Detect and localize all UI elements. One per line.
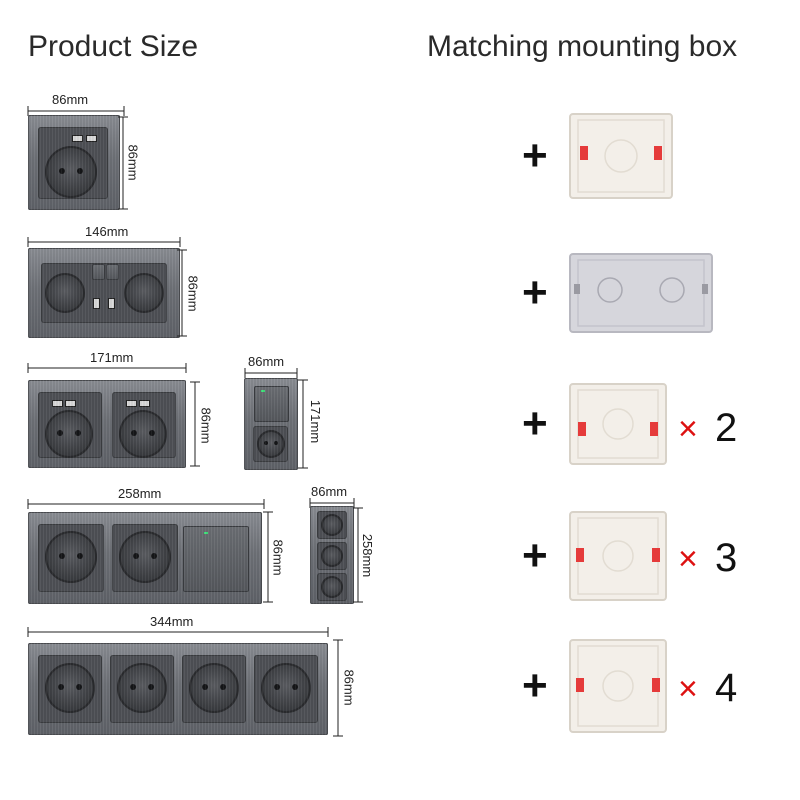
socket-module — [317, 542, 347, 570]
multiply-sign: × — [678, 670, 698, 708]
schuko-socket-icon — [45, 663, 95, 713]
socket-module — [317, 511, 347, 539]
schuko-socket-icon — [189, 663, 239, 713]
alt-width-label: 86mm — [248, 354, 285, 369]
alt-height-dimension-line — [353, 507, 363, 603]
schuko-socket-icon — [119, 531, 171, 583]
universal-socket-icon — [124, 273, 164, 313]
mounting-box-icon — [569, 253, 713, 333]
width-label: 344mm — [150, 614, 194, 629]
vertical-plate-171 — [244, 378, 298, 470]
switch-rocker — [254, 386, 289, 422]
height-label: 86mm — [125, 144, 141, 181]
width-label: 258mm — [118, 486, 162, 501]
plus-sign: + — [522, 661, 548, 710]
usb-port-icon — [52, 400, 63, 407]
box-count: 4 — [715, 666, 738, 710]
plus-sign: + — [522, 399, 548, 448]
schuko-socket-icon — [45, 146, 97, 198]
width-dimension-line — [27, 499, 265, 509]
socket-module — [110, 655, 174, 723]
socket-module — [254, 655, 318, 723]
multiply-sign: × — [678, 410, 698, 448]
height-dimension-line — [333, 639, 343, 737]
width-dimension-line — [27, 627, 329, 637]
universal-socket-module — [41, 263, 167, 323]
box-count: 2 — [715, 406, 738, 450]
width-label: 146mm — [85, 224, 129, 239]
switch-rocker — [106, 264, 119, 280]
switch-rocker — [183, 526, 249, 592]
mounting-box-icon — [569, 113, 673, 199]
usb-port-icon — [86, 135, 97, 142]
alt-height-label: 171mm — [308, 399, 324, 444]
width-dimension-line — [27, 106, 125, 116]
alt-width-label: 86mm — [311, 484, 348, 499]
height-label: 86mm — [198, 407, 214, 444]
height-label: 86mm — [341, 669, 357, 706]
width-label: 171mm — [90, 350, 134, 365]
width-dimension-line — [27, 237, 181, 247]
alt-width-dimension-line — [244, 368, 298, 378]
schuko-socket-icon — [257, 430, 285, 458]
usb-port-icon — [93, 298, 100, 309]
mounting-box-icon — [569, 511, 667, 601]
indicator-led — [204, 532, 208, 534]
socket-module — [317, 573, 347, 601]
universal-socket-icon — [45, 273, 85, 313]
schuko-socket-icon — [117, 663, 167, 713]
quad-socket-plate-344 — [28, 643, 328, 735]
usb-port-icon — [139, 400, 150, 407]
plus-sign: + — [522, 531, 548, 580]
schuko-socket-icon — [321, 545, 343, 567]
height-dimension-line — [263, 511, 273, 603]
mounting-box-title: Matching mounting box — [427, 30, 738, 63]
socket-module — [38, 392, 102, 458]
usb-port-icon — [65, 400, 76, 407]
socket-module — [253, 426, 288, 462]
schuko-socket-icon — [45, 531, 97, 583]
plus-sign: + — [522, 268, 548, 317]
double-socket-plate-171 — [28, 380, 186, 468]
socket-module — [112, 392, 176, 458]
height-dimension-line — [190, 381, 200, 467]
schuko-socket-icon — [119, 410, 167, 458]
schuko-socket-icon — [321, 514, 343, 536]
socket-module — [182, 655, 246, 723]
height-dimension-line — [118, 116, 128, 210]
mounting-box-icon — [569, 383, 667, 465]
plus-sign: + — [522, 131, 548, 180]
universal-socket-plate-146 — [28, 248, 180, 338]
alt-height-dimension-line — [298, 379, 308, 469]
indicator-led — [261, 390, 265, 392]
switch-rocker — [92, 264, 105, 280]
usb-port-icon — [126, 400, 137, 407]
multiply-sign: × — [678, 540, 698, 578]
socket-module — [38, 127, 108, 199]
height-label: 86mm — [270, 539, 286, 576]
schuko-socket-icon — [261, 663, 311, 713]
schuko-socket-icon — [321, 576, 343, 598]
usb-port-icon — [72, 135, 83, 142]
width-dimension-line — [27, 363, 187, 373]
socket-module — [38, 524, 104, 592]
triple-plate-258 — [28, 512, 262, 604]
socket-module — [112, 524, 178, 592]
usb-port-icon — [108, 298, 115, 309]
vertical-plate-258 — [310, 506, 354, 604]
box-count: 3 — [715, 536, 738, 580]
height-label: 86mm — [185, 275, 201, 312]
height-dimension-line — [177, 249, 187, 337]
socket-plate-86 — [28, 115, 120, 210]
mounting-box-icon — [569, 639, 667, 733]
width-label: 86mm — [52, 92, 89, 107]
schuko-socket-icon — [45, 410, 93, 458]
product-size-title: Product Size — [28, 30, 199, 63]
socket-module — [38, 655, 102, 723]
alt-height-label: 258mm — [360, 533, 376, 578]
